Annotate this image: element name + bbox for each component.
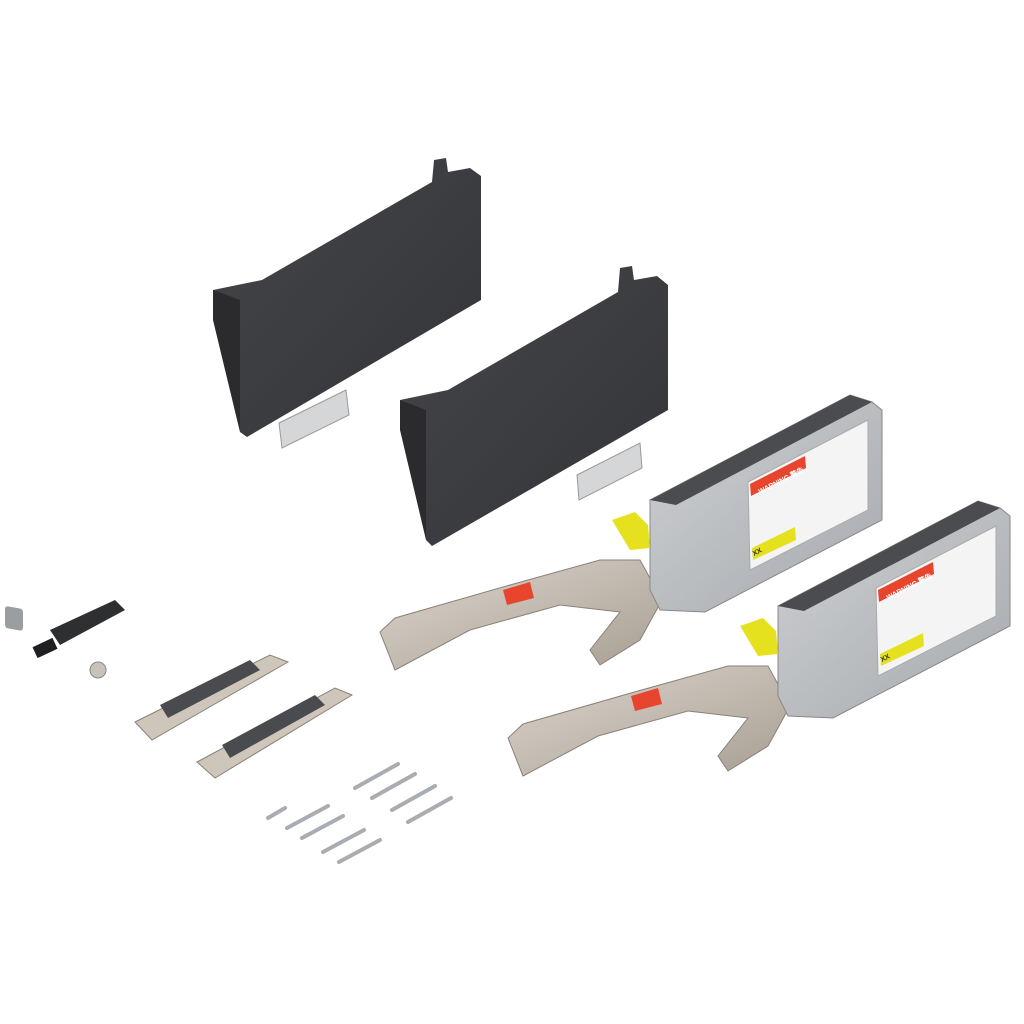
push-to-open-bumper (5, 600, 125, 679)
red-lever-1 (503, 582, 534, 605)
brand-plate-2 (576, 442, 643, 501)
code-text-1: XX (752, 547, 764, 558)
lift-mechanism-1: WARNING 警告 XX (379, 394, 883, 671)
mounting-plate-2 (196, 687, 354, 779)
lift-mechanism-2: WARNING 警告 XX (507, 500, 1011, 777)
screws (266, 762, 453, 864)
warning-sticker-2 (875, 525, 997, 677)
yellow-clip-1 (612, 512, 650, 550)
brand-plate-1 (278, 389, 350, 449)
warning-sticker-1 (747, 419, 869, 571)
mounting-plate-1 (134, 654, 290, 741)
yellow-clip-2 (740, 618, 778, 656)
cover-cap-1 (213, 158, 481, 449)
red-lever-2 (631, 688, 662, 711)
code-text-2: XX (880, 653, 892, 664)
cover-cap-2 (400, 266, 668, 546)
